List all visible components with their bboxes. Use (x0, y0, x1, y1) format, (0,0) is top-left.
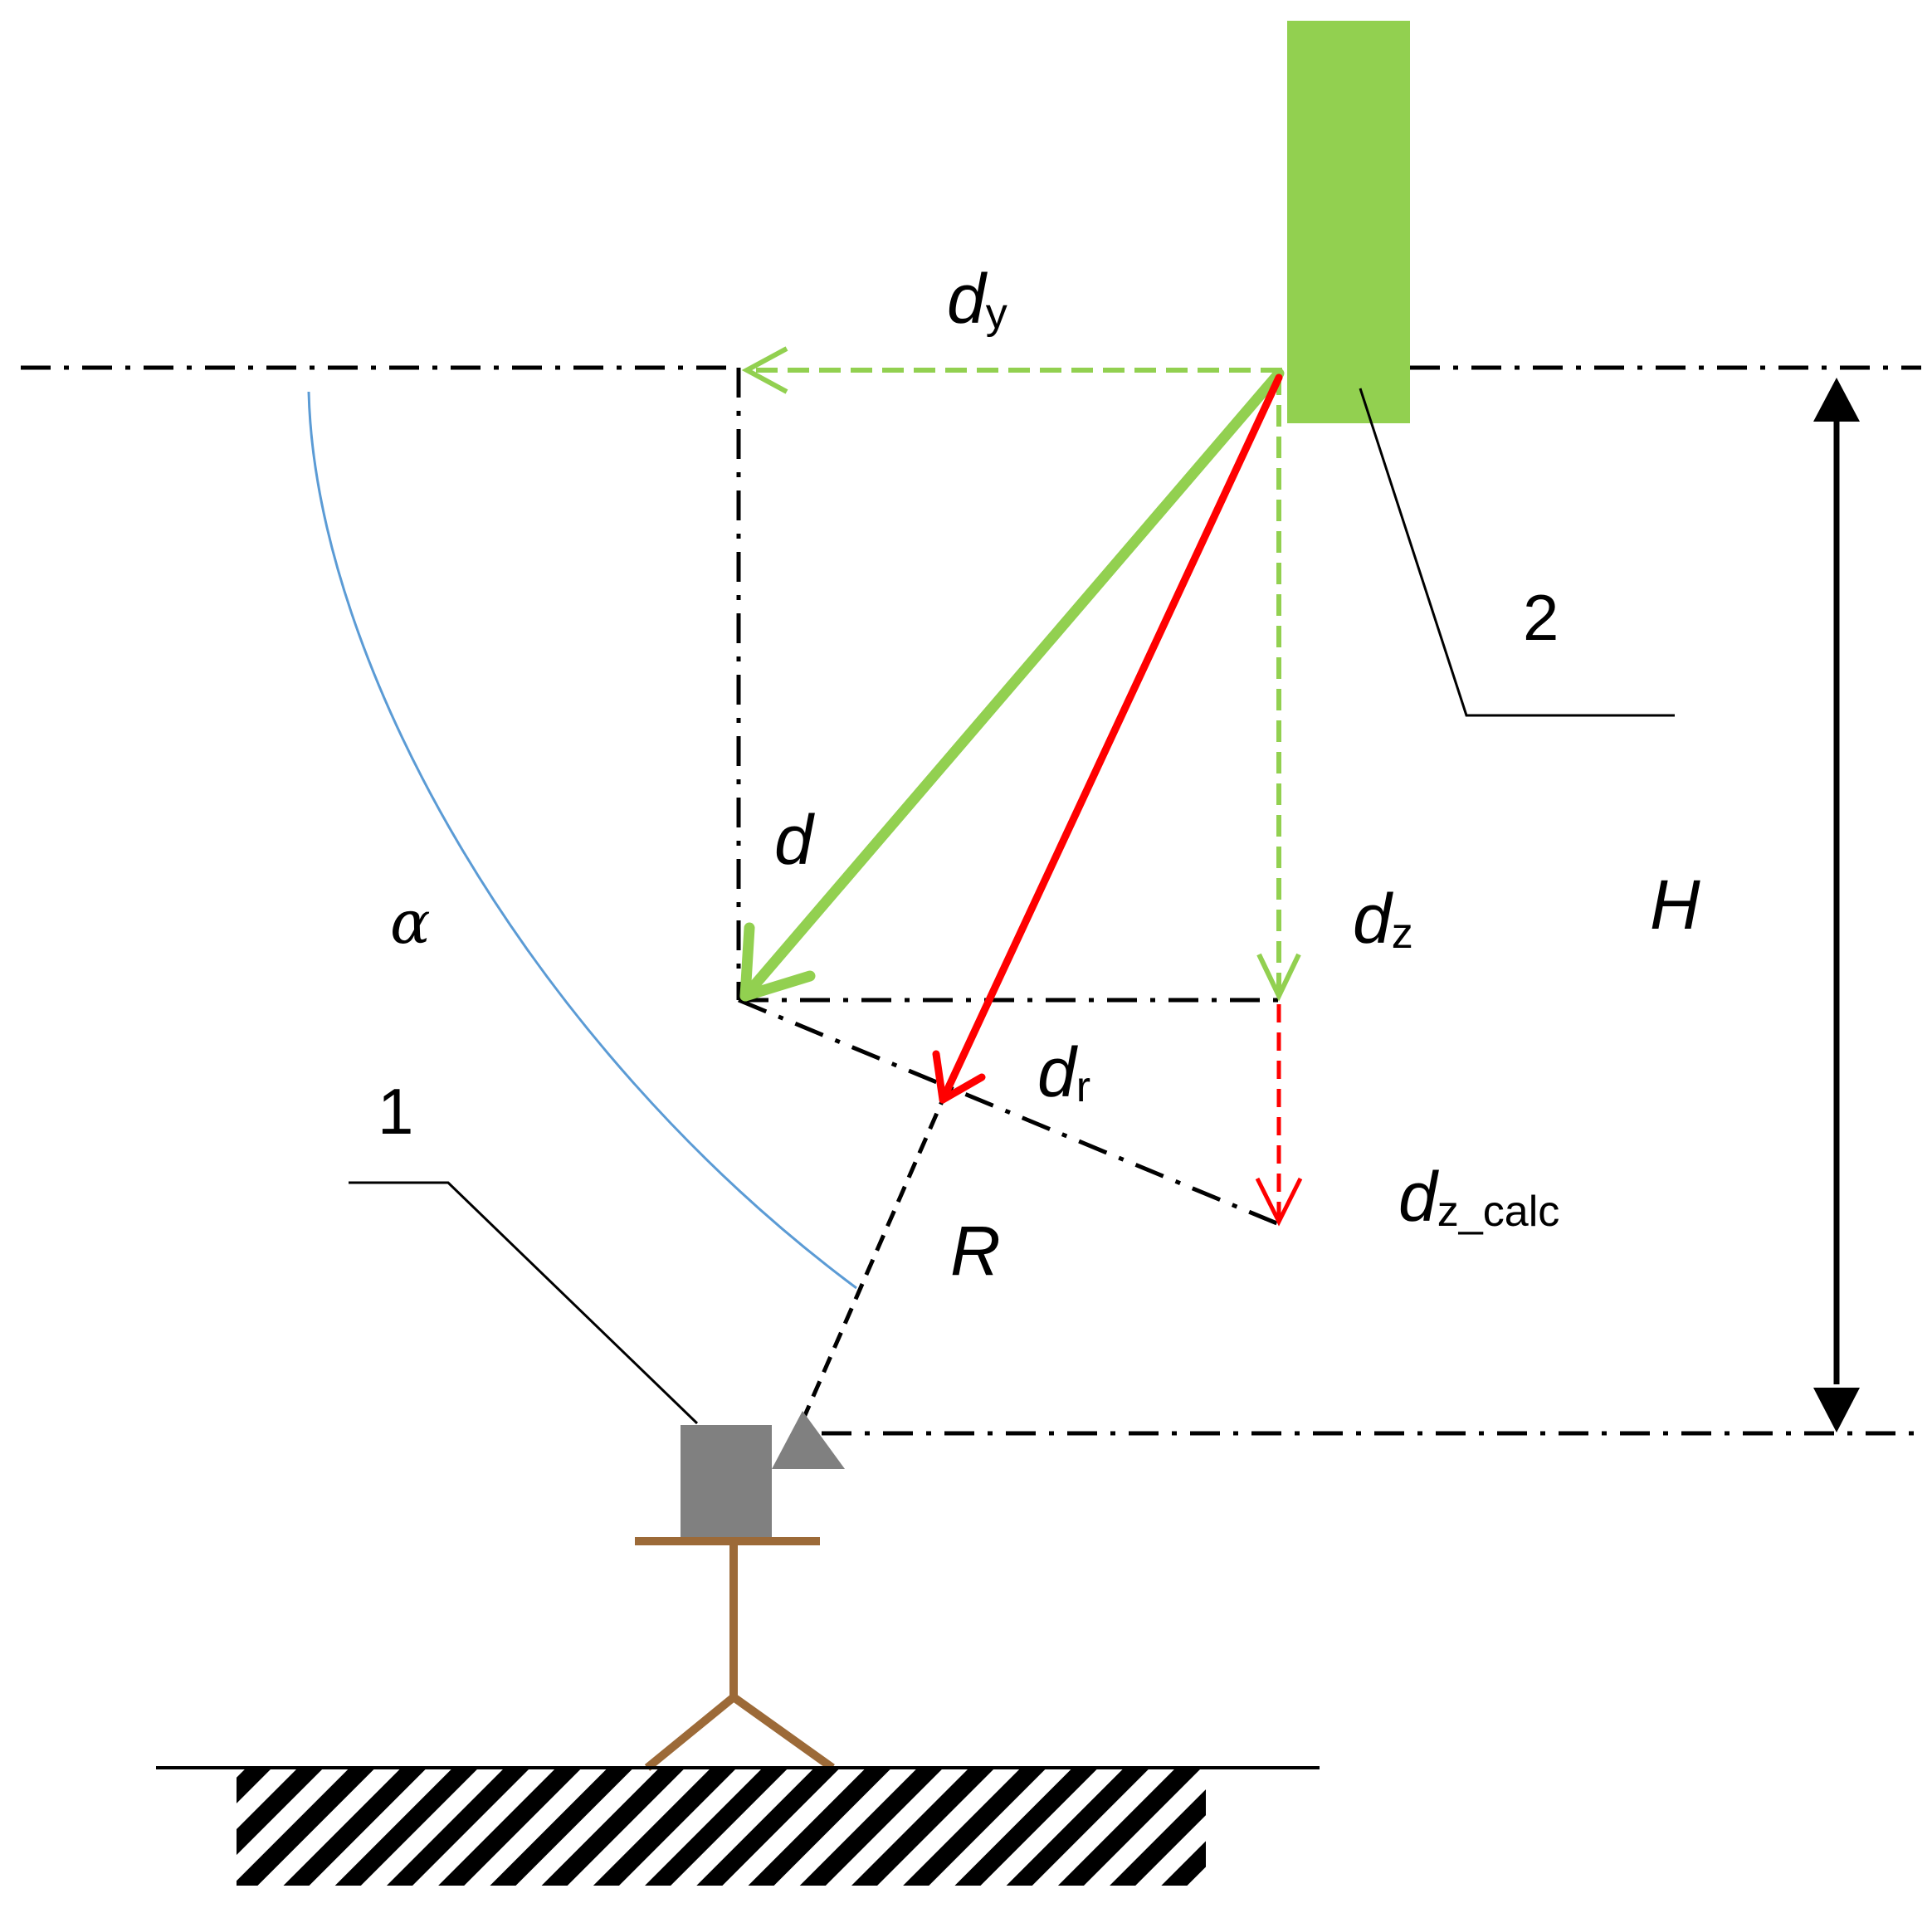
leader-line-2 (1359, 388, 1675, 717)
calc-arrowhead (932, 1050, 986, 1104)
range-line-r (800, 1098, 945, 1423)
marker-1: 1 (378, 1075, 414, 1148)
d-arrow (739, 368, 1285, 1002)
target-block (1287, 21, 1410, 423)
label-dz-main: d (1353, 880, 1392, 958)
d-arrowhead (739, 922, 816, 1002)
label-alpha-main: α (390, 887, 431, 957)
tripod (635, 1537, 835, 1772)
instrument-lens (772, 1411, 845, 1469)
diagonal-reference-line (738, 998, 1280, 1227)
label-dz: dz (1353, 884, 1413, 955)
calc-arrow (932, 373, 1283, 1104)
h-arrowhead-top (1813, 378, 1860, 422)
instrument-body (681, 1425, 772, 1545)
label-dz-sub: z (1391, 910, 1413, 959)
label-d-main: d (774, 801, 813, 879)
dy-arrow (741, 346, 1282, 394)
dz-arrowhead (1256, 953, 1301, 1002)
label-alpha: α (390, 892, 431, 952)
leader-line-1 (349, 1181, 699, 1425)
marker-2: 2 (1523, 581, 1559, 654)
label-dz-calc: dz_calc (1398, 1162, 1559, 1233)
label-dz-calc-main: d (1398, 1158, 1437, 1236)
label-dy-main: d (947, 260, 986, 338)
dy-arrowhead (741, 346, 788, 394)
label-h-main: H (1650, 866, 1700, 944)
label-h: H (1650, 870, 1700, 939)
h-arrowhead-bottom (1813, 1388, 1860, 1432)
label-dy: dy (947, 264, 1007, 335)
label-dy-sub: y (985, 290, 1007, 339)
height-dimension-h (1813, 378, 1860, 1432)
label-r-main: R (950, 1212, 1001, 1290)
reference-lines (21, 365, 1921, 1436)
ground-hatch (237, 1769, 1206, 1886)
dz-calc-arrowhead (1255, 1177, 1303, 1227)
dz-arrow (1256, 373, 1301, 1002)
label-dr-main: d (1037, 1033, 1076, 1111)
angle-arc-alpha (307, 391, 857, 1290)
label-d: d (774, 805, 813, 875)
label-r: R (950, 1216, 1001, 1286)
label-dz-calc-sub: z_calc (1437, 1188, 1560, 1237)
dz-calc-arrow (1255, 1004, 1303, 1227)
label-dr-sub: r (1076, 1063, 1091, 1112)
label-dr: dr (1037, 1037, 1090, 1109)
